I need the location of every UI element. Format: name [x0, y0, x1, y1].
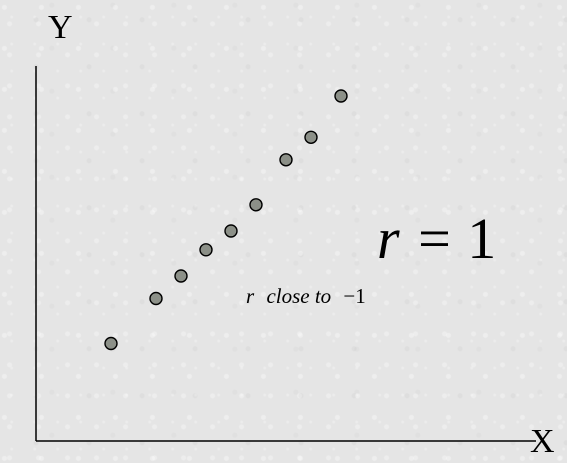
- data-point: [174, 269, 188, 283]
- data-point: [304, 130, 318, 145]
- points-layer: [104, 89, 348, 351]
- data-point: [199, 243, 213, 257]
- small-annotation-value: −1: [343, 284, 365, 308]
- data-point: [249, 198, 263, 212]
- data-point: [149, 291, 163, 306]
- data-point: [104, 336, 118, 351]
- big-annotation-value: 1: [467, 206, 496, 271]
- data-point: [224, 224, 238, 238]
- big-annotation: r = 1: [377, 206, 496, 271]
- data-point: [334, 89, 348, 103]
- x-axis-label: X: [530, 423, 555, 460]
- y-axis-label: Y: [48, 9, 73, 46]
- small-annotation-text: close to: [266, 284, 331, 308]
- small-annotation-var: r: [246, 284, 255, 308]
- big-annotation-var: r: [377, 206, 400, 271]
- small-annotation: r close to −1: [246, 284, 366, 308]
- data-point: [279, 153, 293, 167]
- big-annotation-op: =: [418, 206, 451, 271]
